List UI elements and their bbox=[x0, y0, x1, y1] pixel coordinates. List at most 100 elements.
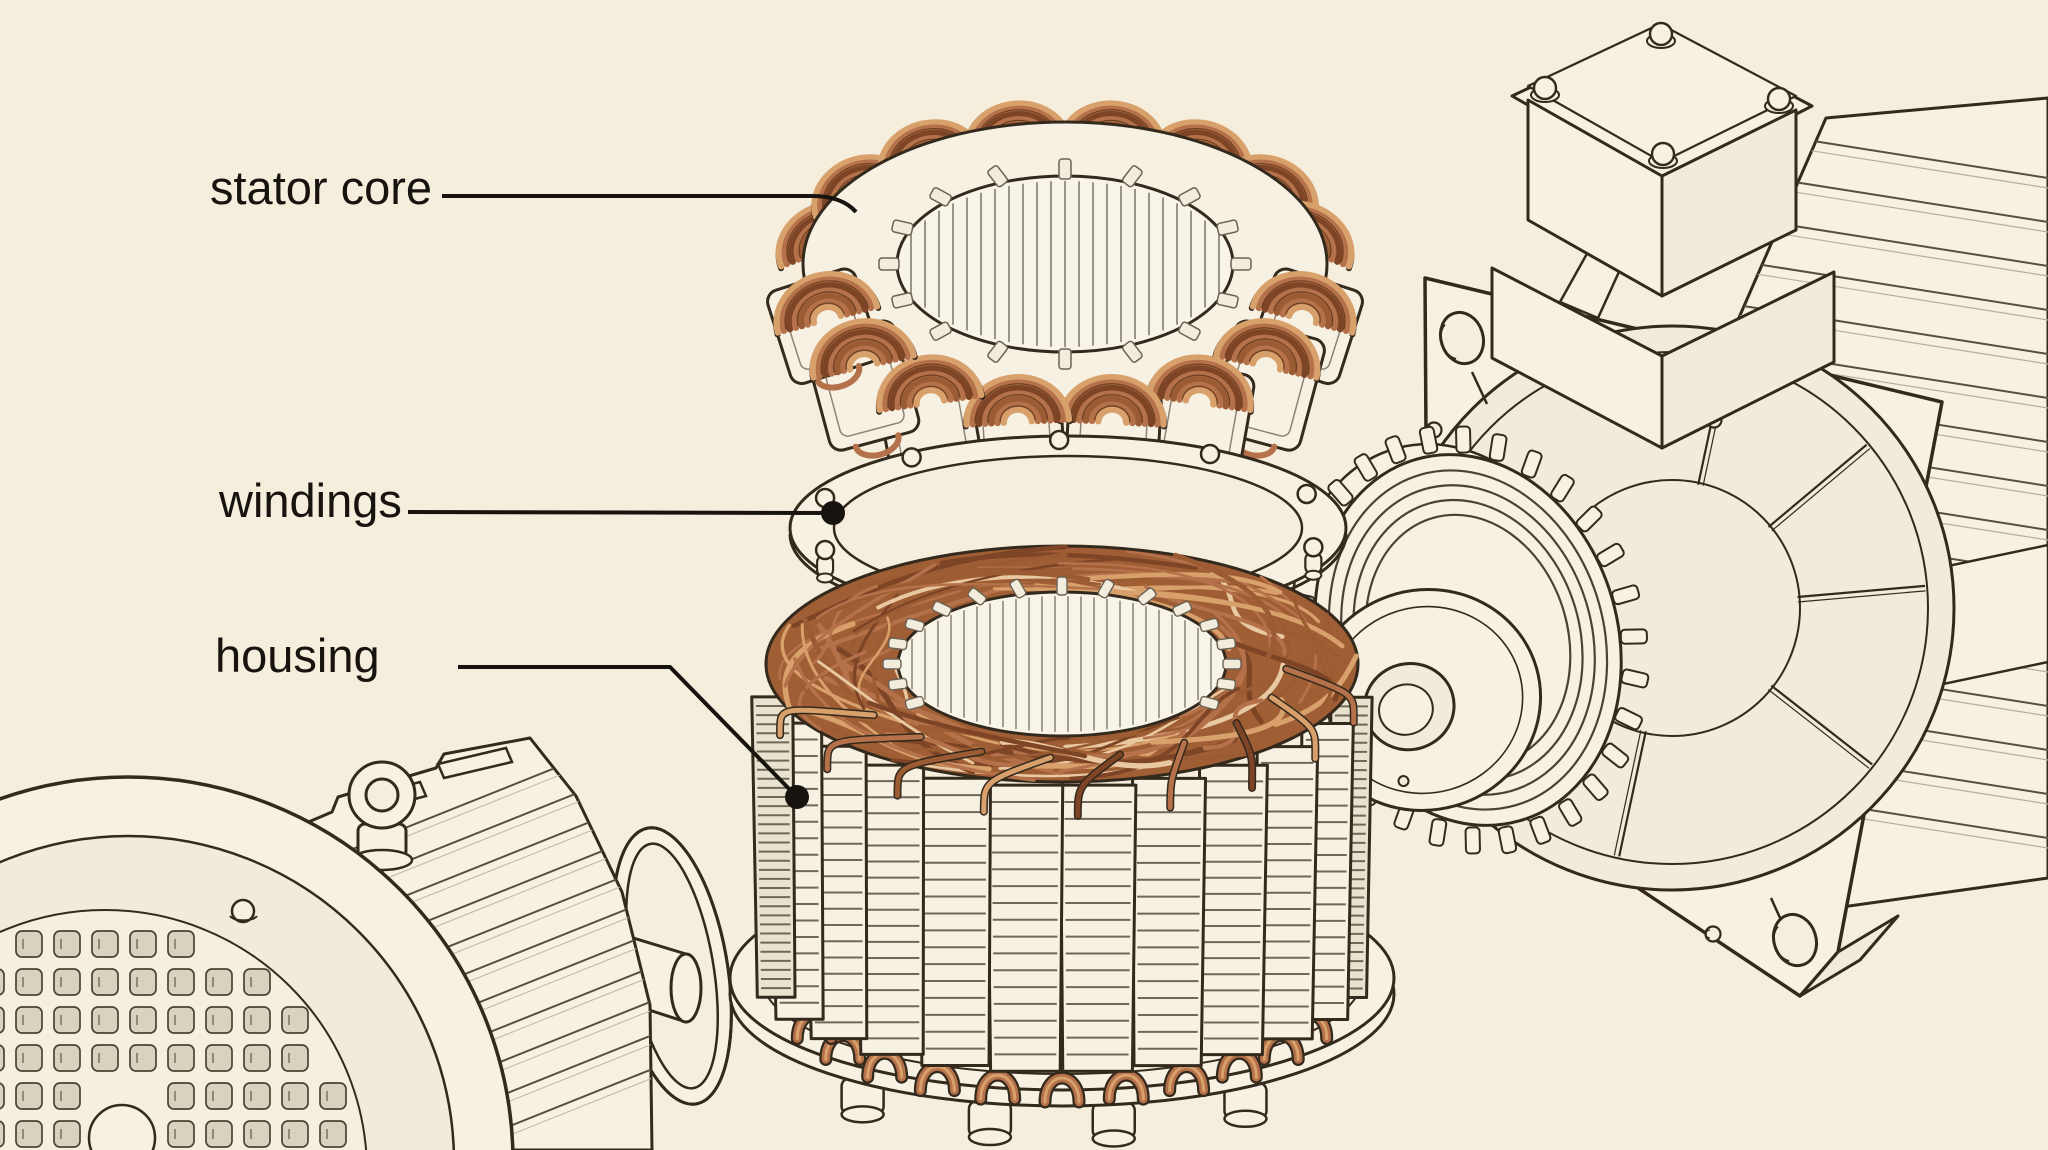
grille-hole bbox=[53, 1082, 81, 1110]
gear-tooth bbox=[1619, 628, 1648, 645]
grille-hole bbox=[53, 1120, 81, 1148]
junction-box bbox=[1490, 21, 1836, 450]
slot-wedge bbox=[904, 695, 925, 711]
leader-line-housing bbox=[458, 665, 799, 799]
flange-bolt-hole bbox=[1771, 912, 1819, 968]
housing-segment bbox=[1058, 783, 1138, 1073]
gear-tooth bbox=[1558, 798, 1583, 827]
slot-wedge bbox=[1199, 617, 1220, 633]
grille-hole bbox=[205, 968, 233, 996]
slot-wedge bbox=[1097, 578, 1115, 599]
flange-spoke bbox=[1618, 731, 1647, 857]
grille-hole bbox=[129, 1006, 157, 1034]
grille-hole bbox=[91, 1044, 119, 1072]
ring-peg bbox=[1048, 429, 1070, 451]
coil-end-loop bbox=[1038, 1071, 1086, 1109]
grille-hole bbox=[0, 1120, 5, 1148]
slot-wedge bbox=[882, 658, 902, 670]
gear-tooth bbox=[1384, 435, 1407, 465]
gear-tooth bbox=[1428, 818, 1448, 847]
stator-coil bbox=[809, 318, 918, 383]
grille-hole bbox=[281, 1006, 309, 1034]
gear-tooth bbox=[1520, 449, 1543, 479]
housing-segment bbox=[854, 763, 926, 1056]
junction-box-lid bbox=[1526, 22, 1798, 164]
gear-tooth bbox=[1455, 425, 1472, 454]
grille-hole bbox=[167, 1006, 195, 1034]
label-windings: windings bbox=[218, 474, 402, 527]
callout-housing: housing bbox=[215, 629, 809, 809]
stator-coil bbox=[1144, 354, 1255, 415]
label-housing: housing bbox=[215, 629, 380, 682]
slot-wedge bbox=[1230, 257, 1252, 271]
grille-hole bbox=[243, 1044, 271, 1072]
leader-dot-windings bbox=[821, 501, 845, 525]
grille-hole bbox=[91, 968, 119, 996]
cover-bolt bbox=[230, 898, 256, 924]
slot-wedge bbox=[987, 165, 1009, 188]
grille-hole bbox=[205, 1082, 233, 1110]
gear-tooth bbox=[1464, 826, 1481, 855]
slot-wedge bbox=[891, 219, 914, 236]
slot-wedge bbox=[1056, 576, 1068, 596]
flange-spoke bbox=[1797, 584, 1926, 599]
junction-box-pedestal-right bbox=[1660, 270, 1836, 450]
grille-hole bbox=[129, 968, 157, 996]
fin-step bbox=[436, 746, 514, 780]
ring-peg bbox=[1296, 483, 1317, 505]
housing-segment bbox=[1255, 745, 1320, 1041]
slot-wedge bbox=[1216, 219, 1239, 236]
callouts: stator core windings housing bbox=[210, 161, 858, 809]
grille-hole bbox=[15, 930, 43, 958]
slot-wedge bbox=[891, 292, 914, 309]
stator-coil bbox=[773, 271, 882, 338]
lid-bolt bbox=[1532, 75, 1558, 101]
grille-hole bbox=[129, 1044, 157, 1072]
grille-hole bbox=[129, 930, 157, 958]
slot-wedge bbox=[987, 340, 1009, 363]
lifting-eye-bolt bbox=[347, 760, 417, 872]
slot-wedge bbox=[887, 677, 908, 691]
gear-tooth bbox=[1327, 479, 1354, 507]
flange-spoke bbox=[1767, 443, 1868, 528]
grille-hole bbox=[53, 968, 81, 996]
grille-hole bbox=[319, 1082, 347, 1110]
slot-wedge bbox=[931, 600, 952, 617]
stator-coil bbox=[875, 354, 986, 415]
junction-box-right-face bbox=[1660, 108, 1798, 298]
slot-wedge bbox=[1216, 292, 1239, 309]
grille-hole bbox=[205, 1044, 233, 1072]
gear-tooth bbox=[1582, 773, 1609, 801]
grille-hole bbox=[0, 968, 5, 996]
housing-segment bbox=[916, 776, 992, 1068]
base-foot bbox=[967, 1099, 1013, 1147]
slot-wedge bbox=[878, 257, 900, 271]
housing-segment bbox=[1198, 763, 1269, 1057]
grille-hole bbox=[319, 1120, 347, 1148]
ring-peg bbox=[1303, 536, 1324, 581]
slot-wedge bbox=[1178, 321, 1201, 341]
grille-hole bbox=[281, 1120, 309, 1148]
grille-center-hole bbox=[87, 1103, 157, 1150]
slot-wedge bbox=[1058, 158, 1072, 180]
gear-tooth bbox=[1497, 825, 1518, 855]
lid-bolt bbox=[1766, 86, 1792, 112]
slot-wedge bbox=[1137, 587, 1157, 606]
slot-wedge bbox=[1222, 658, 1242, 670]
grille-hole bbox=[243, 968, 271, 996]
stator-coil bbox=[1212, 318, 1321, 383]
grille-hole bbox=[243, 1120, 271, 1148]
gear-tooth bbox=[1601, 742, 1630, 769]
grille-hole bbox=[243, 1006, 271, 1034]
gear-tooth bbox=[1353, 453, 1378, 482]
housing-segment bbox=[750, 695, 797, 999]
wound-stator-housing bbox=[728, 544, 1396, 1148]
slot-wedge bbox=[1058, 348, 1072, 370]
slot-wedge bbox=[1199, 695, 1220, 711]
grille-hole bbox=[15, 1044, 43, 1072]
grille-hole bbox=[53, 1044, 81, 1072]
ring-peg bbox=[901, 447, 922, 468]
fan-cover bbox=[0, 775, 515, 1150]
